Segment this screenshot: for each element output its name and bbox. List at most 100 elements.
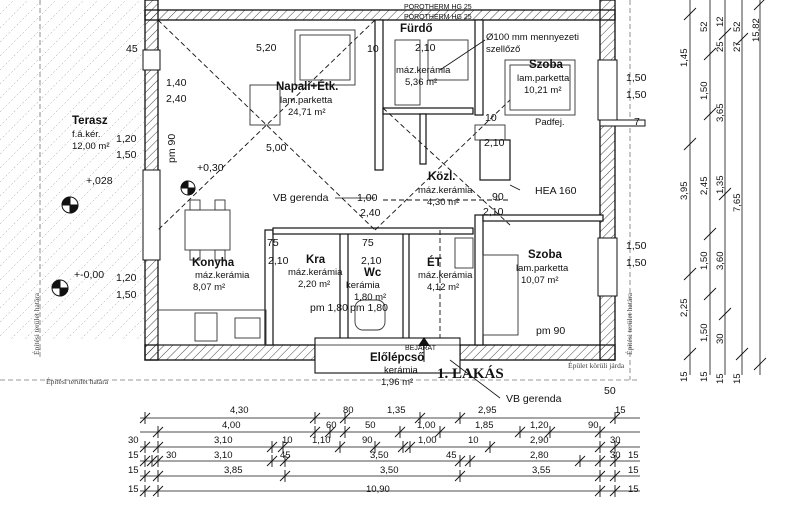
- right-dim-label: 27: [732, 41, 743, 52]
- bottom-dim-label: 10: [282, 435, 293, 446]
- room-name-kra: Kra: [306, 254, 326, 266]
- dim-label: 5,00: [266, 142, 287, 154]
- room-name-wc: Wc: [364, 267, 382, 279]
- room-floor-szoba-bottom: lam.parketta: [516, 263, 569, 274]
- room-name-et: ÉT: [427, 257, 442, 269]
- porotherm-label-2: POROTHERM HG 25: [404, 14, 472, 21]
- vent-label-2: szellőző: [486, 44, 521, 55]
- windows: [142, 49, 646, 297]
- dim-label: 1,40: [166, 77, 187, 89]
- bottom-dim-label: 15: [628, 484, 639, 495]
- right-dim-label: 3,95: [679, 181, 690, 201]
- bottom-dim-label: 45: [446, 450, 457, 461]
- entrance-arrow: [418, 337, 430, 346]
- bottom-dim-label: 3,85: [224, 465, 243, 476]
- right-dim-lines: [689, 0, 761, 375]
- bottom-dim-label: 3,10: [214, 435, 233, 446]
- bottom-dim-label: 60: [326, 420, 337, 431]
- furniture: [157, 29, 576, 346]
- pm-label-4: pm 1,80: [350, 302, 388, 314]
- dim-label: 1,50: [626, 72, 647, 84]
- pm-label-3: pm 1,80: [310, 302, 348, 314]
- right-dim-label: 1,50: [699, 323, 710, 343]
- room-name-szoba-bottom: Szoba: [528, 249, 562, 261]
- bottom-dim-label: 3,50: [370, 450, 389, 461]
- room-floor-eloleps: kerámia: [384, 365, 418, 376]
- right-dim-ticks: [683, 0, 767, 371]
- room-name-kozl: Közl.: [428, 171, 456, 183]
- dim-label: 1,20: [116, 272, 137, 284]
- room-floor-kra: máz.kerámia: [288, 267, 343, 278]
- porotherm-label-1: POROTHERM HG 25: [404, 4, 472, 11]
- dim-label: 45: [126, 43, 138, 55]
- dim-label: 2,10: [415, 42, 436, 54]
- room-floor-et: máz.kerámia: [418, 270, 473, 281]
- dim-label: 1,00: [357, 192, 378, 204]
- dim-label: 2,10: [361, 255, 382, 267]
- dim-label: 10: [485, 112, 497, 124]
- dim-label: 1,50: [626, 240, 647, 252]
- apartment-title: 1. LAKÁS: [437, 366, 504, 382]
- room-floor-furdo: máz.kerámia: [396, 65, 451, 76]
- bottom-dim-label: 4,30: [230, 405, 249, 416]
- right-dim-label: 2,25: [679, 298, 690, 318]
- room-name-napali: Napali+Étk.: [276, 81, 339, 93]
- bottom-dim-label: 15: [628, 450, 639, 461]
- bottom-dim-label: 90: [588, 420, 599, 431]
- bottom-dim-lines: [140, 417, 640, 492]
- bottom-dim-label: 2,95: [478, 405, 497, 416]
- bottom-dim-label: 1,20: [530, 420, 549, 431]
- boundary-label-right: Építési terület határa: [625, 292, 634, 355]
- bottom-dim-label: 1,00: [418, 435, 437, 446]
- right-dim-label: 52: [699, 21, 710, 32]
- bottom-dim-label: 1,35: [387, 405, 406, 416]
- pm-label-2: pm 90: [166, 133, 178, 163]
- bottom-dim-label: 30: [128, 435, 139, 446]
- room-area-eloleps: 1,96 m²: [381, 377, 414, 388]
- right-dim-label: 1,50: [699, 251, 710, 271]
- room-floor-wc: kerámia: [346, 280, 380, 291]
- room-area-furdo: 5,36 m²: [405, 77, 438, 88]
- bottom-dim-label: 10: [468, 435, 479, 446]
- room-floor-szoba-top: lam.parketta: [517, 73, 570, 84]
- dim-label: 2,10: [268, 255, 289, 267]
- room-area-kozl: 4,30 m²: [427, 197, 460, 208]
- pm-label-1: pm 90: [536, 325, 566, 337]
- right-dim-label: 15,82: [751, 18, 762, 42]
- bottom-dim-label: 45: [280, 450, 291, 461]
- bottom-dim-label: 4,00: [222, 420, 241, 431]
- sidewalk-label: Épület körüli járda: [568, 361, 625, 370]
- dim-label: 2,40: [360, 207, 381, 219]
- level-label-3: +-0,00: [74, 269, 105, 281]
- bottom-dim-label: 50: [365, 420, 376, 431]
- dim-label: 5,20: [256, 42, 277, 54]
- dim-label: 1,50: [626, 89, 647, 101]
- right-dim-label: 25: [715, 41, 726, 52]
- bottom-dim-label: 3,55: [532, 465, 551, 476]
- room-area-szoba-bottom: 10,07 m²: [521, 275, 559, 286]
- bottom-dim-label: 3,10: [214, 450, 233, 461]
- bottom-dim-label: 30: [610, 435, 621, 446]
- boundary-label-left: Építési terület határa: [32, 292, 41, 355]
- room-area-kra: 2,20 m²: [298, 279, 331, 290]
- dim-label: 1,20: [116, 133, 137, 145]
- padfej-label: Padfej.: [535, 117, 565, 128]
- bottom-dim-label: 1,10: [312, 435, 331, 446]
- dim-label: 1,50: [116, 289, 137, 301]
- right-dim-label: 15: [732, 373, 743, 384]
- dim-ticks: [139, 412, 621, 497]
- dim-label: 2,10: [484, 137, 505, 149]
- bottom-dim-label: 80: [343, 405, 354, 416]
- dim-label: 7: [634, 116, 640, 128]
- room-floor-terasz: f.á.kér.: [72, 129, 101, 140]
- room-name-eloleps: Előlépcső: [370, 352, 425, 364]
- right-dim-label: 15: [679, 371, 690, 382]
- right-dim-label: 15: [699, 371, 710, 382]
- pointer-lines: [335, 39, 521, 399]
- right-dim-label: 15: [715, 373, 726, 384]
- right-dim-label: 1,45: [679, 48, 690, 68]
- bottom-dim-label: 15: [128, 450, 139, 461]
- room-area-szoba-top: 10,21 m²: [524, 85, 562, 96]
- room-area-napali: 24,71 m²: [288, 107, 326, 118]
